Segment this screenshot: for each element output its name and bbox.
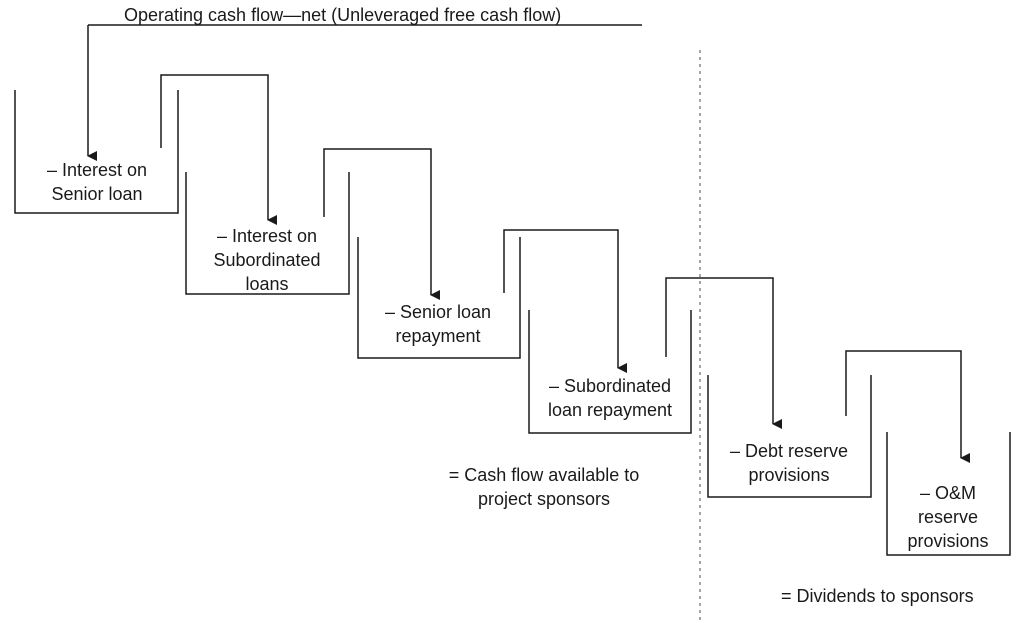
step-6-line-2: reserve (917, 507, 979, 527)
bucket-sub-repay (528, 310, 692, 434)
step-3-line-2: repayment (395, 326, 481, 346)
step-senior-interest-label: – Interest on Senior loan (17, 158, 177, 206)
cash-available-line-2: project sponsors (477, 489, 611, 509)
step-6-line-1: – O&M (919, 483, 976, 503)
connector-5 (845, 350, 970, 463)
step-6-line-3: provisions (907, 531, 989, 551)
step-5-line-1: – Debt reserve (729, 441, 849, 461)
connector-4 (665, 277, 782, 429)
bucket-senior-interest (14, 90, 179, 214)
step-2-line-2: Subordinated (213, 250, 321, 270)
step-2-line-3: loans (245, 274, 289, 294)
bucket-debt-reserve (707, 375, 872, 498)
bucket-senior-repay (357, 237, 521, 359)
step-om-reserve-label: – O&M reserve provisions (888, 481, 1008, 553)
step-senior-repay-label: – Senior loan repayment (358, 300, 518, 348)
connector-1 (160, 74, 277, 225)
connector-2 (323, 148, 440, 300)
step-sub-repay-label: – Subordinated loan repayment (530, 374, 690, 422)
step-sub-interest-label: – Interest on Subordinated loans (187, 224, 347, 296)
step-4-line-1: – Subordinated (548, 376, 672, 396)
step-2-line-1: – Interest on (216, 226, 318, 246)
cash-available-result: = Cash flow available to project sponsor… (426, 463, 662, 511)
step-3-line-1: – Senior loan (384, 302, 492, 322)
bucket-om-reserve (886, 432, 1011, 556)
step-debt-reserve-label: – Debt reserve provisions (709, 439, 869, 487)
step-4-line-2: loan repayment (547, 400, 673, 420)
cash-available-line-1: = Cash flow available to (448, 465, 640, 485)
step-5-line-2: provisions (748, 465, 830, 485)
operating-cash-flow-title: Operating cash flow—net (Unleveraged fre… (124, 5, 562, 25)
dividends-result: = Dividends to sponsors (781, 586, 974, 606)
step-1-line-1: – Interest on (46, 160, 148, 180)
step-1-line-2: Senior loan (51, 184, 143, 204)
connector-3 (503, 229, 627, 373)
bucket-sub-interest (185, 172, 350, 295)
